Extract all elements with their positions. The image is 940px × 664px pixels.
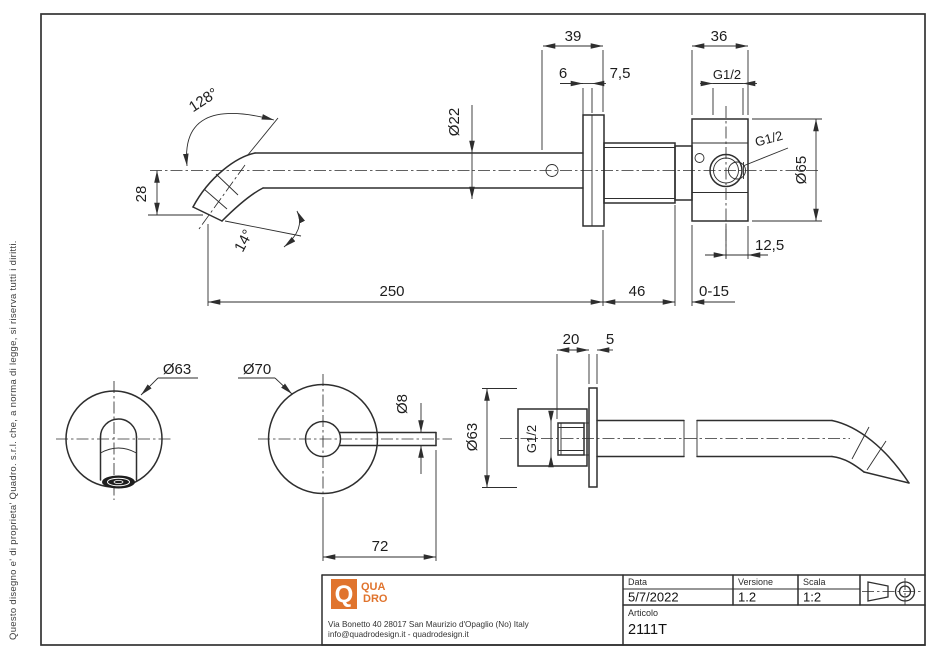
dim-0-15-label: 0-15 <box>699 283 729 300</box>
sheet-border <box>40 13 926 646</box>
logo-q-glyph: Q <box>335 581 354 608</box>
field-scala-label: Scala <box>803 577 826 587</box>
dim-6-label: 6 <box>559 65 567 82</box>
front-view-spout: Ø63 <box>56 361 198 500</box>
dim-12-5-label: 12,5 <box>755 237 784 254</box>
dim-22-label: Ø22 <box>446 108 463 136</box>
field-versione-value: 1.2 <box>738 590 756 605</box>
valve-block <box>691 118 749 222</box>
set-screw-hole <box>545 164 559 177</box>
dim-g12-top-label: G1/2 <box>713 67 741 82</box>
front-view-valve: Ø70 Ø8 72 <box>238 361 452 561</box>
dim-63-front-label: Ø63 <box>163 361 191 378</box>
field-data-label: Data <box>628 577 647 587</box>
projection-symbol-icon <box>862 578 922 605</box>
field-data-value: 5/7/2022 <box>628 590 679 605</box>
dim-g12-side-label: G1/2 <box>753 128 784 150</box>
company-contacts: info@quadrodesign.it - quadrodesign.it <box>328 630 469 639</box>
dim-250-label: 250 <box>379 283 404 300</box>
dim-7-5-label: 7,5 <box>610 65 631 82</box>
dim-5-label: 5 <box>606 331 614 348</box>
quadro-logo: Q QUA DRO <box>331 579 388 609</box>
company-address: Via Bonetto 40 28017 San Maurizio d'Opag… <box>328 620 530 629</box>
dim-46-label: 46 <box>629 283 646 300</box>
dim-14-label: 14° <box>231 227 257 255</box>
field-scala-value: 1:2 <box>803 590 821 605</box>
dim-g12-bottom-label: G1/2 <box>524 425 539 453</box>
top-view-dimensions: 39 6 7,5 36 G1/2 Ø22 G1/2 Ø65 <box>133 28 822 306</box>
copyright-note: Questo disegno e' di proprieta' Quadro. … <box>8 240 19 640</box>
dim-39-label: 39 <box>565 28 582 45</box>
wall-plate <box>588 387 598 488</box>
g12-nipple <box>557 422 585 456</box>
title-block: Q QUA DRO Via Bonetto 40 28017 San Mauri… <box>321 574 926 646</box>
logo-line1: QUA <box>361 581 386 593</box>
dim-20-label: 20 <box>563 331 580 348</box>
dim-36-label: 36 <box>711 28 728 45</box>
field-articolo-label: Articolo <box>628 608 658 618</box>
dim-128-label: 128° <box>186 85 221 116</box>
aerator <box>102 475 135 489</box>
field-articolo-value: 2111T <box>628 622 667 638</box>
dim-8-label: Ø8 <box>394 394 411 414</box>
dim-70-label: Ø70 <box>243 361 271 378</box>
dim-72-label: 72 <box>372 538 389 555</box>
dim-28-label: 28 <box>133 186 150 203</box>
dim-63-side-label: Ø63 <box>464 423 481 451</box>
dim-65-label: Ø65 <box>793 156 810 184</box>
side-view-spout: 20 5 Ø63 G1/2 <box>464 331 910 488</box>
field-versione-label: Versione <box>738 577 773 587</box>
logo-line2: DRO <box>363 593 388 605</box>
